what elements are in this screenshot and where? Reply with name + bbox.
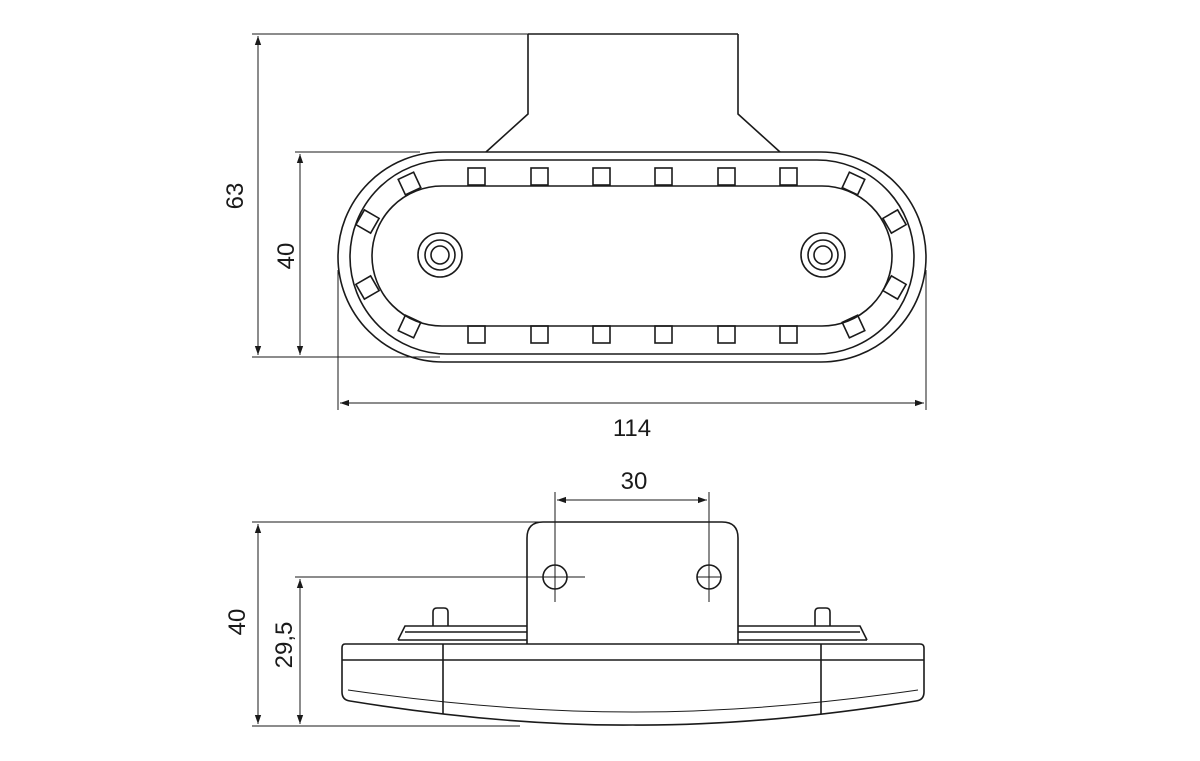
led-row-top — [467, 167, 798, 186]
mounting-bracket — [526, 521, 739, 644]
dim-label-side-height: 40 — [224, 609, 251, 636]
dim-label-hole-height: 29,5 — [271, 622, 298, 669]
housing-outer — [337, 151, 927, 363]
mounting-hole-right — [800, 232, 846, 278]
dim-label-width: 114 — [613, 415, 651, 442]
led-row-bottom — [467, 325, 798, 344]
side-view — [341, 521, 925, 726]
led-curve-right — [841, 171, 908, 339]
top-view — [337, 33, 927, 363]
housing-rim — [349, 159, 915, 355]
pin-left — [432, 607, 449, 626]
led-curve-left — [354, 171, 422, 339]
side-view-dimensions — [252, 492, 721, 727]
mounting-hole-left — [417, 232, 463, 278]
top-view-dimensions — [252, 33, 927, 410]
lens-outline — [371, 185, 893, 327]
base-flange — [397, 625, 868, 641]
dim-label-body-height: 40 — [273, 243, 300, 270]
mounting-stem-outline — [485, 33, 781, 153]
pin-right — [814, 607, 831, 626]
dim-label-hole-spacing: 30 — [621, 468, 648, 495]
dim-label-total-height: 63 — [222, 183, 249, 210]
lamp-body — [341, 643, 925, 726]
